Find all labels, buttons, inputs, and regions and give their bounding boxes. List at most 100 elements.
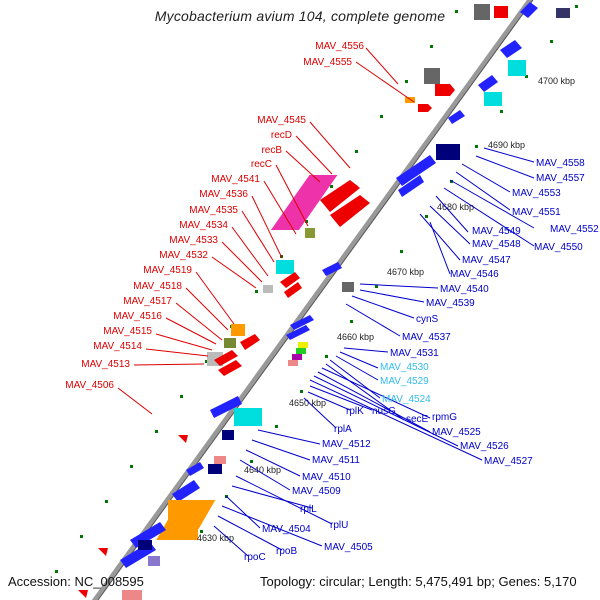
reverse-gene-labels: MAV_4558 MAV_4557 MAV_4553 MAV_4551 MAV_… <box>244 158 599 563</box>
gene-label: MAV_4557 <box>536 173 585 184</box>
tick-dots-left <box>55 10 458 573</box>
gene-label: MAV_4515 <box>103 326 152 337</box>
feature-cyan <box>276 260 294 274</box>
forward-features <box>78 4 508 598</box>
gene-label: MAV_4514 <box>93 341 142 352</box>
gene-label: MAV_4533 <box>169 235 218 246</box>
ruler-label: 4640 kbp <box>244 465 281 475</box>
feature-cyan <box>484 92 502 106</box>
gene-label: MAV_4550 <box>534 242 583 253</box>
feature-cyan <box>508 60 526 76</box>
feature-navy <box>436 144 460 160</box>
gene-label: rpoB <box>276 546 297 557</box>
forward-leader-lines <box>117 47 415 415</box>
gene-label: MAV_4551 <box>512 207 561 218</box>
gene-label: MAV_4506 <box>65 380 114 391</box>
gene-label: MAV_4509 <box>292 486 341 497</box>
feature-orange <box>231 324 245 336</box>
feature-yellow <box>298 342 308 348</box>
feature-navy <box>556 8 570 18</box>
gene-label: MAV_4558 <box>536 158 585 169</box>
feature-olive <box>224 338 236 348</box>
genome-title: Mycobacterium avium 104, complete genome <box>154 8 446 24</box>
gene-label: rplA <box>334 424 352 435</box>
ruler-label: 4670 kbp <box>387 267 424 277</box>
feature-salmon <box>214 456 226 464</box>
ruler-label: 4650 kbp <box>289 398 326 408</box>
feature-red-small <box>98 548 108 556</box>
gene-label: cynS <box>416 314 439 325</box>
feature-gray-dark <box>342 282 354 292</box>
gene-label: MAV_4536 <box>199 189 248 200</box>
gene-label: MAV_4532 <box>159 250 208 261</box>
gene-label: MAV_4512 <box>322 439 371 450</box>
feature-blue-arrows <box>478 75 498 92</box>
gene-label: rplL <box>300 504 317 515</box>
feature-red-arrows <box>240 334 260 350</box>
gene-label: MAV_4547 <box>462 255 511 266</box>
feature-navy <box>138 540 152 550</box>
feature-orange <box>405 97 415 103</box>
feature-gray-light <box>263 285 273 293</box>
feature-gray <box>424 68 440 84</box>
gene-label: MAV_4517 <box>123 296 172 307</box>
feature-red-recD <box>330 195 370 227</box>
gene-label: MAV_4511 <box>312 455 360 466</box>
feature-red-arrow <box>418 104 432 112</box>
gene-label: MAV_4541 <box>211 174 260 185</box>
feature-red-arrows <box>280 272 300 288</box>
feature-green <box>296 348 306 354</box>
gene-label: MAV_4505 <box>324 542 373 553</box>
gene-label: MAV_4556 <box>315 41 364 52</box>
gene-label: MAV_4548 <box>472 239 521 250</box>
feature-purple <box>148 556 160 566</box>
gene-label: rplK <box>346 406 364 417</box>
feature-blue-arrows <box>448 110 465 124</box>
gene-label: MAV_4553 <box>512 188 561 199</box>
feature-red-small <box>178 435 188 443</box>
gene-label: secE <box>406 414 429 425</box>
gene-label: MAV_4535 <box>189 205 238 216</box>
gene-label: rplU <box>330 520 348 531</box>
feature-purple <box>292 354 302 360</box>
genome-summary-text: Topology: circular; Length: 5,475,491 bp… <box>260 574 577 589</box>
gene-label: nusG <box>372 406 396 417</box>
feature-cyan <box>234 408 262 426</box>
feature-blue-arrows <box>398 175 424 197</box>
feature-blue-arrow <box>520 2 538 18</box>
ruler-label: 4630 kbp <box>197 533 234 543</box>
feature-blue-arrows <box>286 325 310 340</box>
feature-blue-arrows <box>322 262 342 276</box>
gene-label: rpmG <box>432 412 457 423</box>
feature-blue-arrows <box>186 462 204 476</box>
forward-gene-labels: MAV_4556 MAV_4555 MAV_4545 recD recB rec… <box>65 41 364 391</box>
reverse-leader-lines <box>213 147 535 557</box>
gene-label: rpoC <box>244 552 266 563</box>
gene-label: recD <box>271 130 292 141</box>
gene-label: MAV_4504 <box>262 524 311 535</box>
accession-text: Accession: NC_008595 <box>8 574 144 589</box>
feature-red <box>494 6 508 18</box>
ruler-label: 4700 kbp <box>538 76 575 86</box>
gene-label: MAV_4530 <box>380 362 429 373</box>
gene-label: MAV_4555 <box>303 57 352 68</box>
feature-blue-arrows <box>500 40 522 58</box>
feature-blue-long <box>172 480 200 502</box>
gene-label: MAV_4552 <box>550 224 599 235</box>
feature-salmon <box>288 360 298 366</box>
ruler-label: 4660 kbp <box>337 332 374 342</box>
gene-label: MAV_4519 <box>143 265 192 276</box>
gene-label: recB <box>261 145 282 156</box>
feature-red-small <box>340 182 358 194</box>
gene-label: MAV_4529 <box>380 376 429 387</box>
gene-label: MAV_4531 <box>390 348 439 359</box>
gene-label: MAV_4513 <box>81 359 130 370</box>
ruler-labels: 4700 kbp 4690 kbp 4680 kbp 4670 kbp 4660… <box>197 76 575 543</box>
gene-label: MAV_4526 <box>460 441 509 452</box>
gene-label: MAV_4524 <box>382 394 431 405</box>
feature-pink-recB <box>270 175 338 230</box>
feature-salmon <box>122 590 142 600</box>
feature-orange-rpoB <box>168 500 198 540</box>
gene-label: recC <box>251 159 272 170</box>
